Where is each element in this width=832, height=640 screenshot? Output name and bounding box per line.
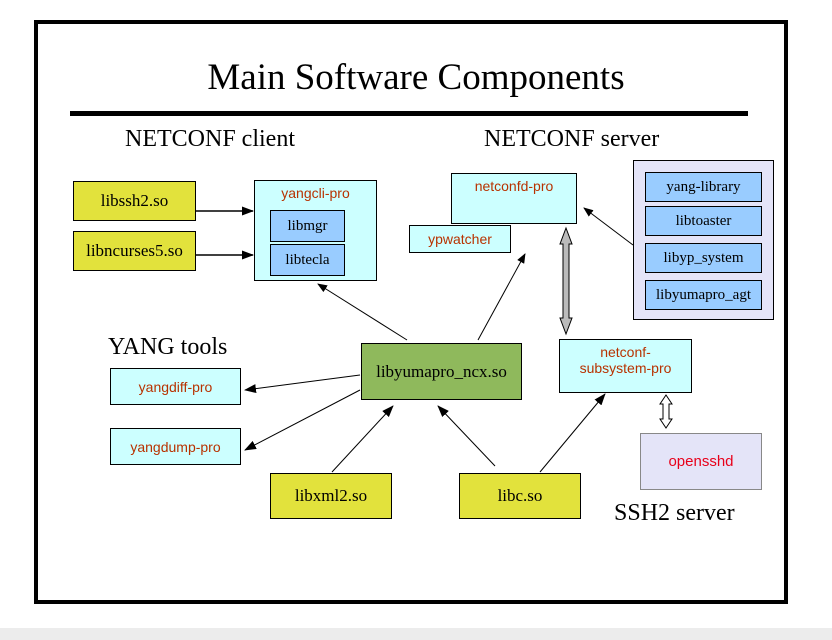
arrow-libxml2-to-ncx — [331, 405, 394, 473]
slide-frame — [34, 20, 788, 604]
node-yangdump-pro: yangdump-pro — [110, 428, 241, 465]
double-arrow-subsystem-opensshd — [659, 394, 673, 429]
node-netconf-subsystem-pro: netconf- subsystem-pro — [559, 339, 692, 393]
arrow-libc-to-ncx — [437, 405, 496, 467]
node-libssh2: libssh2.so — [73, 181, 196, 221]
title-rule — [70, 111, 748, 116]
node-netconfd-pro: netconfd-pro — [451, 173, 577, 224]
node-opensshd: opensshd — [640, 433, 762, 490]
slide-title: Main Software Components — [207, 57, 625, 98]
arrow-ncx-to-yangdiff — [244, 374, 361, 394]
yangcli-pro-label: yangcli-pro — [281, 185, 350, 201]
node-libxml2: libxml2.so — [270, 473, 392, 519]
double-arrow-netconfd-subsystem — [559, 226, 573, 336]
node-yang-library: yang-library — [645, 172, 762, 202]
label-netconf-client: NETCONF client — [125, 126, 295, 152]
node-libyumapro-ncx: libyumapro_ncx.so — [361, 343, 522, 400]
label-yang-tools: YANG tools — [108, 334, 228, 360]
arrow-libc-to-subsystem — [539, 393, 606, 473]
arrow-ncx-to-yangcli — [317, 283, 408, 341]
node-libtoaster: libtoaster — [645, 206, 762, 236]
label-ssh2-server: SSH2 server — [614, 500, 735, 526]
netconfd-pro-label: netconfd-pro — [474, 178, 554, 194]
node-libc: libc.so — [459, 473, 581, 519]
node-libmgr: libmgr — [270, 210, 345, 242]
node-libyumapro-agt: libyumapro_agt — [645, 280, 762, 310]
arrow-modules-to-netconfd — [583, 207, 634, 246]
arrow-ncx-to-ypwatcher — [477, 253, 526, 341]
node-libncurses: libncurses5.so — [73, 231, 196, 271]
node-libtecla: libtecla — [270, 244, 345, 276]
node-ypwatcher: ypwatcher — [409, 225, 511, 253]
label-netconf-server: NETCONF server — [484, 126, 660, 152]
node-libyp-system: libyp_system — [645, 243, 762, 273]
node-yangdiff-pro: yangdiff-pro — [110, 368, 241, 405]
arrow-ncx-to-yangdump — [244, 389, 361, 451]
